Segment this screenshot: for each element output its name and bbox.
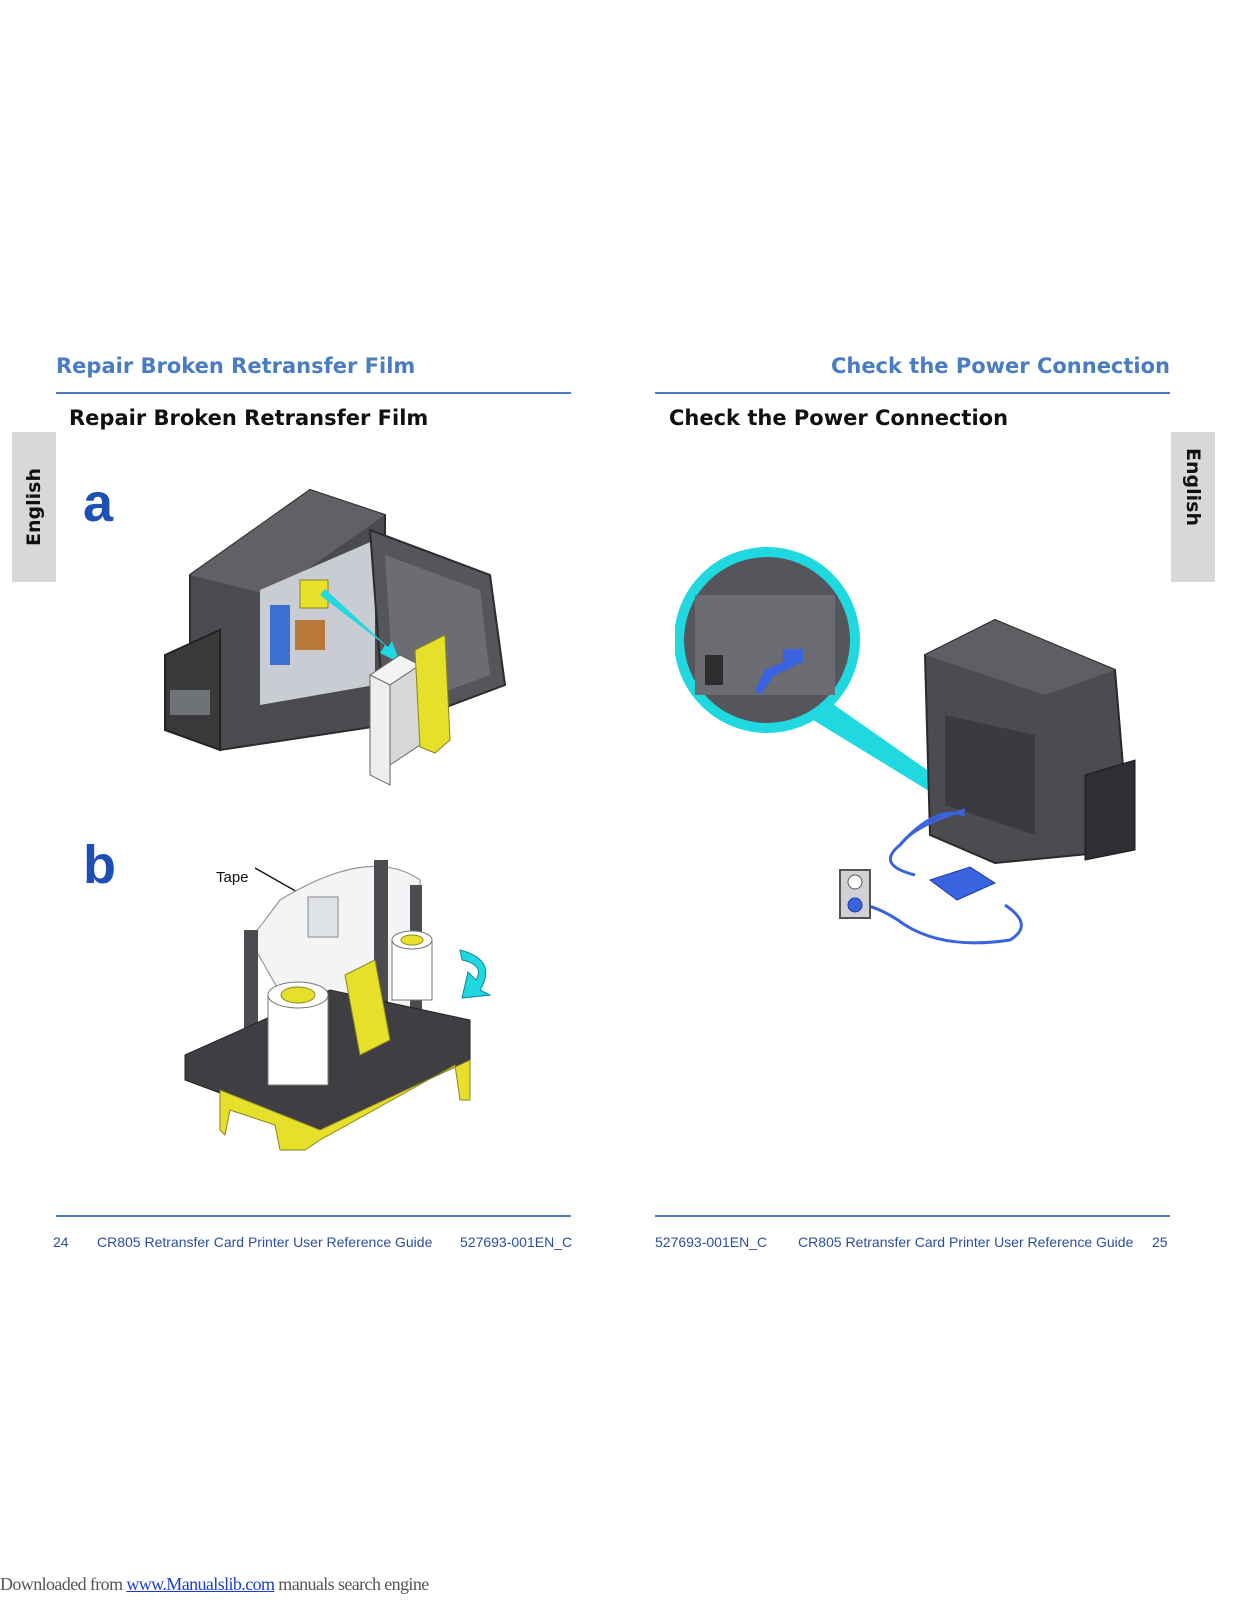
- step-a-label: a: [83, 473, 114, 533]
- left-footer-rule: [56, 1215, 571, 1217]
- right-language-tab: English: [1171, 432, 1215, 582]
- right-language-label: English: [1182, 448, 1204, 526]
- right-page-subtitle: Check the Power Connection: [669, 406, 1009, 430]
- step-b-label: b: [83, 835, 116, 895]
- download-suffix: manuals search engine: [274, 1574, 429, 1594]
- right-footer-page-number: 25: [1152, 1234, 1168, 1250]
- film-cassette-illustration: [184, 860, 492, 1151]
- download-notice: Downloaded from www.Manualslib.com manua…: [0, 1574, 429, 1595]
- left-language-tab: English: [12, 432, 56, 582]
- tape-callout-label: Tape: [216, 869, 249, 886]
- left-language-label: English: [23, 468, 45, 546]
- left-footer-page-number: 24: [53, 1234, 69, 1250]
- right-footer-rule: [655, 1215, 1170, 1217]
- download-prefix: Downloaded from: [0, 1574, 127, 1594]
- left-header-rule: [56, 392, 571, 394]
- left-footer-doc-id: 527693-001EN_C: [460, 1234, 573, 1250]
- printer-open-door-illustration: [164, 488, 507, 786]
- power-connection-illustration: [675, 547, 1136, 945]
- left-page-header: Repair Broken Retransfer Film: [56, 354, 416, 378]
- left-footer-guide-title: CR805 Retransfer Card Printer User Refer…: [97, 1234, 433, 1250]
- right-page-header: Check the Power Connection: [830, 354, 1170, 378]
- left-page-subtitle: Repair Broken Retransfer Film: [69, 406, 429, 430]
- manualslib-link[interactable]: www.Manualslib.com: [126, 1574, 275, 1594]
- right-header-rule: [655, 392, 1170, 394]
- right-footer-guide-title: CR805 Retransfer Card Printer User Refer…: [798, 1234, 1134, 1250]
- right-footer-doc-id: 527693-001EN_C: [655, 1234, 768, 1250]
